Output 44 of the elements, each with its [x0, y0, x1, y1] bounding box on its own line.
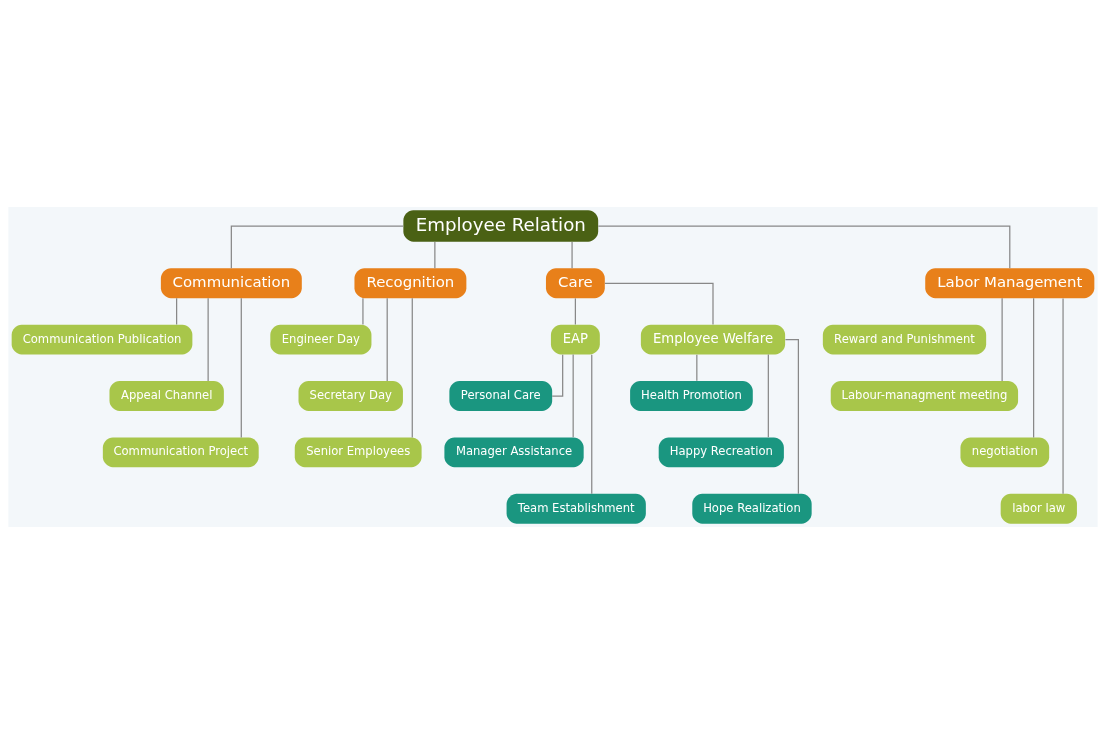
node-box: labor law [1000, 493, 1077, 524]
connector [591, 354, 593, 495]
node-box: Employee Relation [403, 210, 599, 242]
node-box: Senior Employees [294, 437, 422, 468]
node-box: Care [545, 268, 605, 299]
connector [604, 282, 714, 326]
connector [240, 297, 242, 439]
node-box: Personal Care [449, 381, 553, 411]
node-box: Secretary Day [298, 381, 403, 411]
node-box: Communication Project [102, 437, 259, 468]
connector [572, 354, 574, 438]
node-box: Engineer Day [270, 324, 372, 355]
node-box: Happy Recreation [658, 437, 784, 468]
connector [1062, 297, 1064, 495]
connector [362, 297, 364, 326]
node-box: Appeal Channel [109, 381, 224, 411]
node-box: Labour-managment meeting [830, 381, 1019, 411]
node-box: Manager Assistance [444, 437, 584, 468]
node-box: Hope Realization [692, 493, 812, 524]
node-box: Communication [160, 268, 302, 299]
connector [784, 339, 799, 495]
node-box: Labor Management [925, 268, 1095, 299]
node-box: Reward and Punishment [822, 324, 987, 355]
connector [1033, 297, 1035, 439]
connector [230, 225, 404, 269]
connector [767, 354, 769, 438]
node-box: EAP [550, 324, 600, 355]
connector [597, 225, 1011, 269]
connector [571, 241, 573, 269]
connector [207, 297, 209, 382]
node-box: Team Establishment [506, 493, 646, 524]
connector [551, 354, 564, 397]
node-box: Health Promotion [630, 381, 753, 411]
node-box: Employee Welfare [640, 324, 786, 355]
connector [696, 354, 698, 382]
connector [574, 297, 576, 326]
connector [176, 297, 178, 326]
connector [411, 297, 413, 439]
connector [386, 297, 388, 382]
connector [1001, 297, 1003, 382]
node-box: Communication Publication [11, 324, 193, 355]
node-box: Recognition [354, 268, 467, 299]
node-box: negotiation [960, 437, 1050, 468]
connector [434, 241, 436, 269]
